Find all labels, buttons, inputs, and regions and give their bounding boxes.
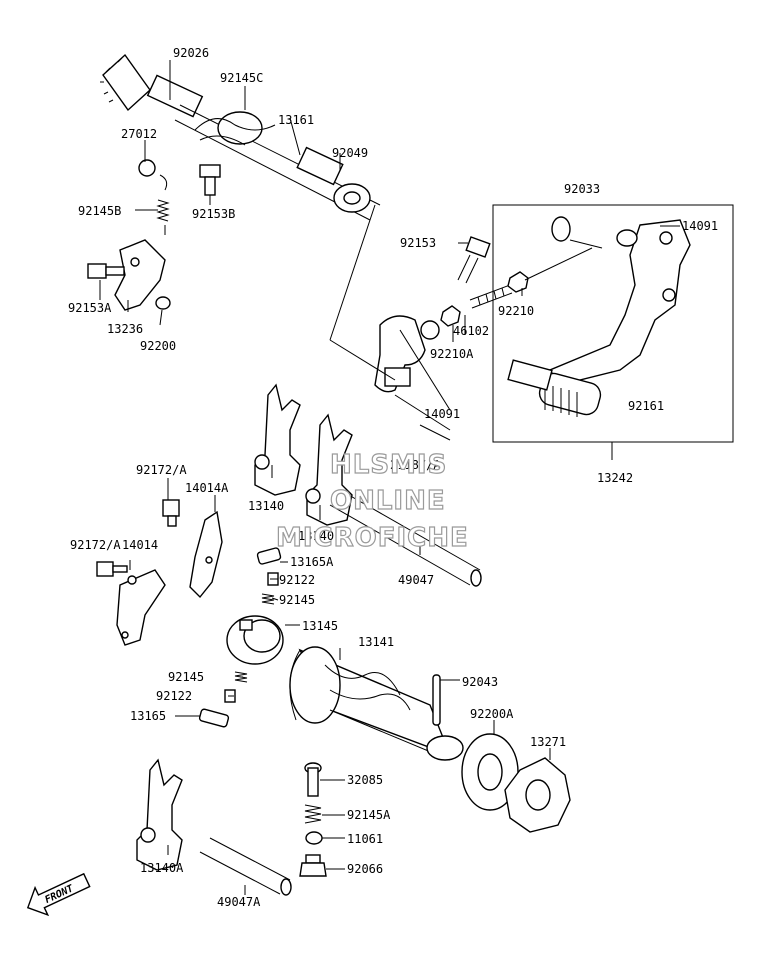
label-92153B: 92153B <box>192 207 235 221</box>
label-92145B: 92145B <box>78 204 121 218</box>
pin-13165A <box>256 547 282 565</box>
guide-14014A <box>189 510 223 599</box>
label-92033: 92033 <box>564 182 600 196</box>
label-13140A: 13140A <box>140 861 184 875</box>
label-92153A: 92153A <box>68 301 112 315</box>
label-92049: 92049 <box>332 146 368 160</box>
bolt-92172A-2 <box>96 561 128 577</box>
pedal-92161 <box>507 219 691 417</box>
pin-32085 <box>304 762 322 797</box>
bearing-92049 <box>333 183 371 213</box>
label-13242: 13242 <box>597 471 633 485</box>
label-92200: 92200 <box>140 339 176 353</box>
label-32085: 32085 <box>347 773 383 787</box>
label-92145C: 92145C <box>220 71 263 85</box>
label-13140-2: 13140 <box>298 529 334 543</box>
label-92210A: 92210A <box>430 347 474 361</box>
rod-49047A <box>199 837 292 896</box>
label-92026: 92026 <box>173 46 209 60</box>
label-13145: 13145 <box>302 619 338 633</box>
label-13161: 13161 <box>278 113 314 127</box>
nut-92210 <box>507 271 529 293</box>
spring-92145A <box>304 804 322 824</box>
fork-13140A <box>136 758 183 871</box>
shaft-13161 <box>296 146 344 186</box>
watermark-line-3: MICROFICHE <box>276 523 469 553</box>
bolt-92066 <box>299 854 327 877</box>
nut-92210A <box>440 305 461 327</box>
watermark-line-1: HLSMIS <box>330 450 447 480</box>
cam-13271 <box>504 757 571 833</box>
label-92172A-2: 92172/A <box>70 538 121 552</box>
pin-13165 <box>198 708 230 728</box>
label-14091-top: 14091 <box>682 219 718 233</box>
label-92145A: 92145A <box>347 808 391 822</box>
holder-13145 <box>226 615 284 665</box>
label-92172A-1: 92172/A <box>136 463 187 477</box>
label-92122-2: 92122 <box>156 689 192 703</box>
front-arrow: FRONT <box>26 872 91 917</box>
label-49047: 49047 <box>398 573 434 587</box>
spring-92145C <box>194 111 276 146</box>
label-92122-1: 92122 <box>279 573 315 587</box>
label-13165A: 13165A <box>290 555 334 569</box>
pin-92043 <box>432 674 441 726</box>
label-92145-1: 92145 <box>279 593 315 607</box>
label-overlap: 21187/A <box>390 458 441 472</box>
label-14091: 14091 <box>424 407 460 421</box>
pedal-group-box <box>492 204 734 443</box>
label-92161: 92161 <box>628 399 664 413</box>
leader-lines <box>99 60 680 895</box>
fork-13140 <box>254 383 301 496</box>
label-13271: 13271 <box>530 735 566 749</box>
bolt-92153A <box>87 263 125 279</box>
label-13236: 13236 <box>107 322 143 336</box>
shift-arm-14091 <box>374 315 440 393</box>
label-92200A: 92200A <box>470 707 514 721</box>
label-13165: 13165 <box>130 709 166 723</box>
label-92145-2: 92145 <box>168 670 204 684</box>
spring-92145B <box>156 199 170 235</box>
bolt-92153 <box>457 236 491 284</box>
spring-92145-1 <box>261 593 275 605</box>
label-14014A: 14014A <box>185 481 229 495</box>
label-14014: 14014 <box>122 538 158 552</box>
rod-49047 <box>329 489 482 587</box>
circlip-92033 <box>551 216 571 242</box>
label-11061: 11061 <box>347 832 383 846</box>
label-13140: 13140 <box>248 499 284 513</box>
bolt-92153B <box>199 164 221 196</box>
washer-92200 <box>155 296 171 310</box>
shift-shaft-92026 <box>100 53 381 221</box>
pin-27012 <box>138 159 168 191</box>
part-labels: 92026 92145C 13161 92049 27012 92145B 92… <box>68 46 718 909</box>
guide-14014 <box>116 569 166 646</box>
fork-13140-2 <box>305 413 353 526</box>
label-92066: 92066 <box>347 862 383 876</box>
watermark-line-2: ONLINE <box>330 486 446 516</box>
label-27012: 27012 <box>121 127 157 141</box>
label-46102: 46102 <box>453 324 489 338</box>
lever-13236 <box>114 239 166 311</box>
watermark: HLSMIS ONLINE MICROFICHE <box>275 449 469 553</box>
label-92210: 92210 <box>498 304 534 318</box>
label-92153: 92153 <box>400 236 436 250</box>
stud-46102 <box>469 284 513 309</box>
label-49047A: 49047A <box>217 895 261 909</box>
label-92043: 92043 <box>462 675 498 689</box>
washer-11061 <box>305 831 323 845</box>
label-13141: 13141 <box>358 635 394 649</box>
drum-13141 <box>289 646 464 761</box>
bolt-92172A-1 <box>162 499 180 527</box>
